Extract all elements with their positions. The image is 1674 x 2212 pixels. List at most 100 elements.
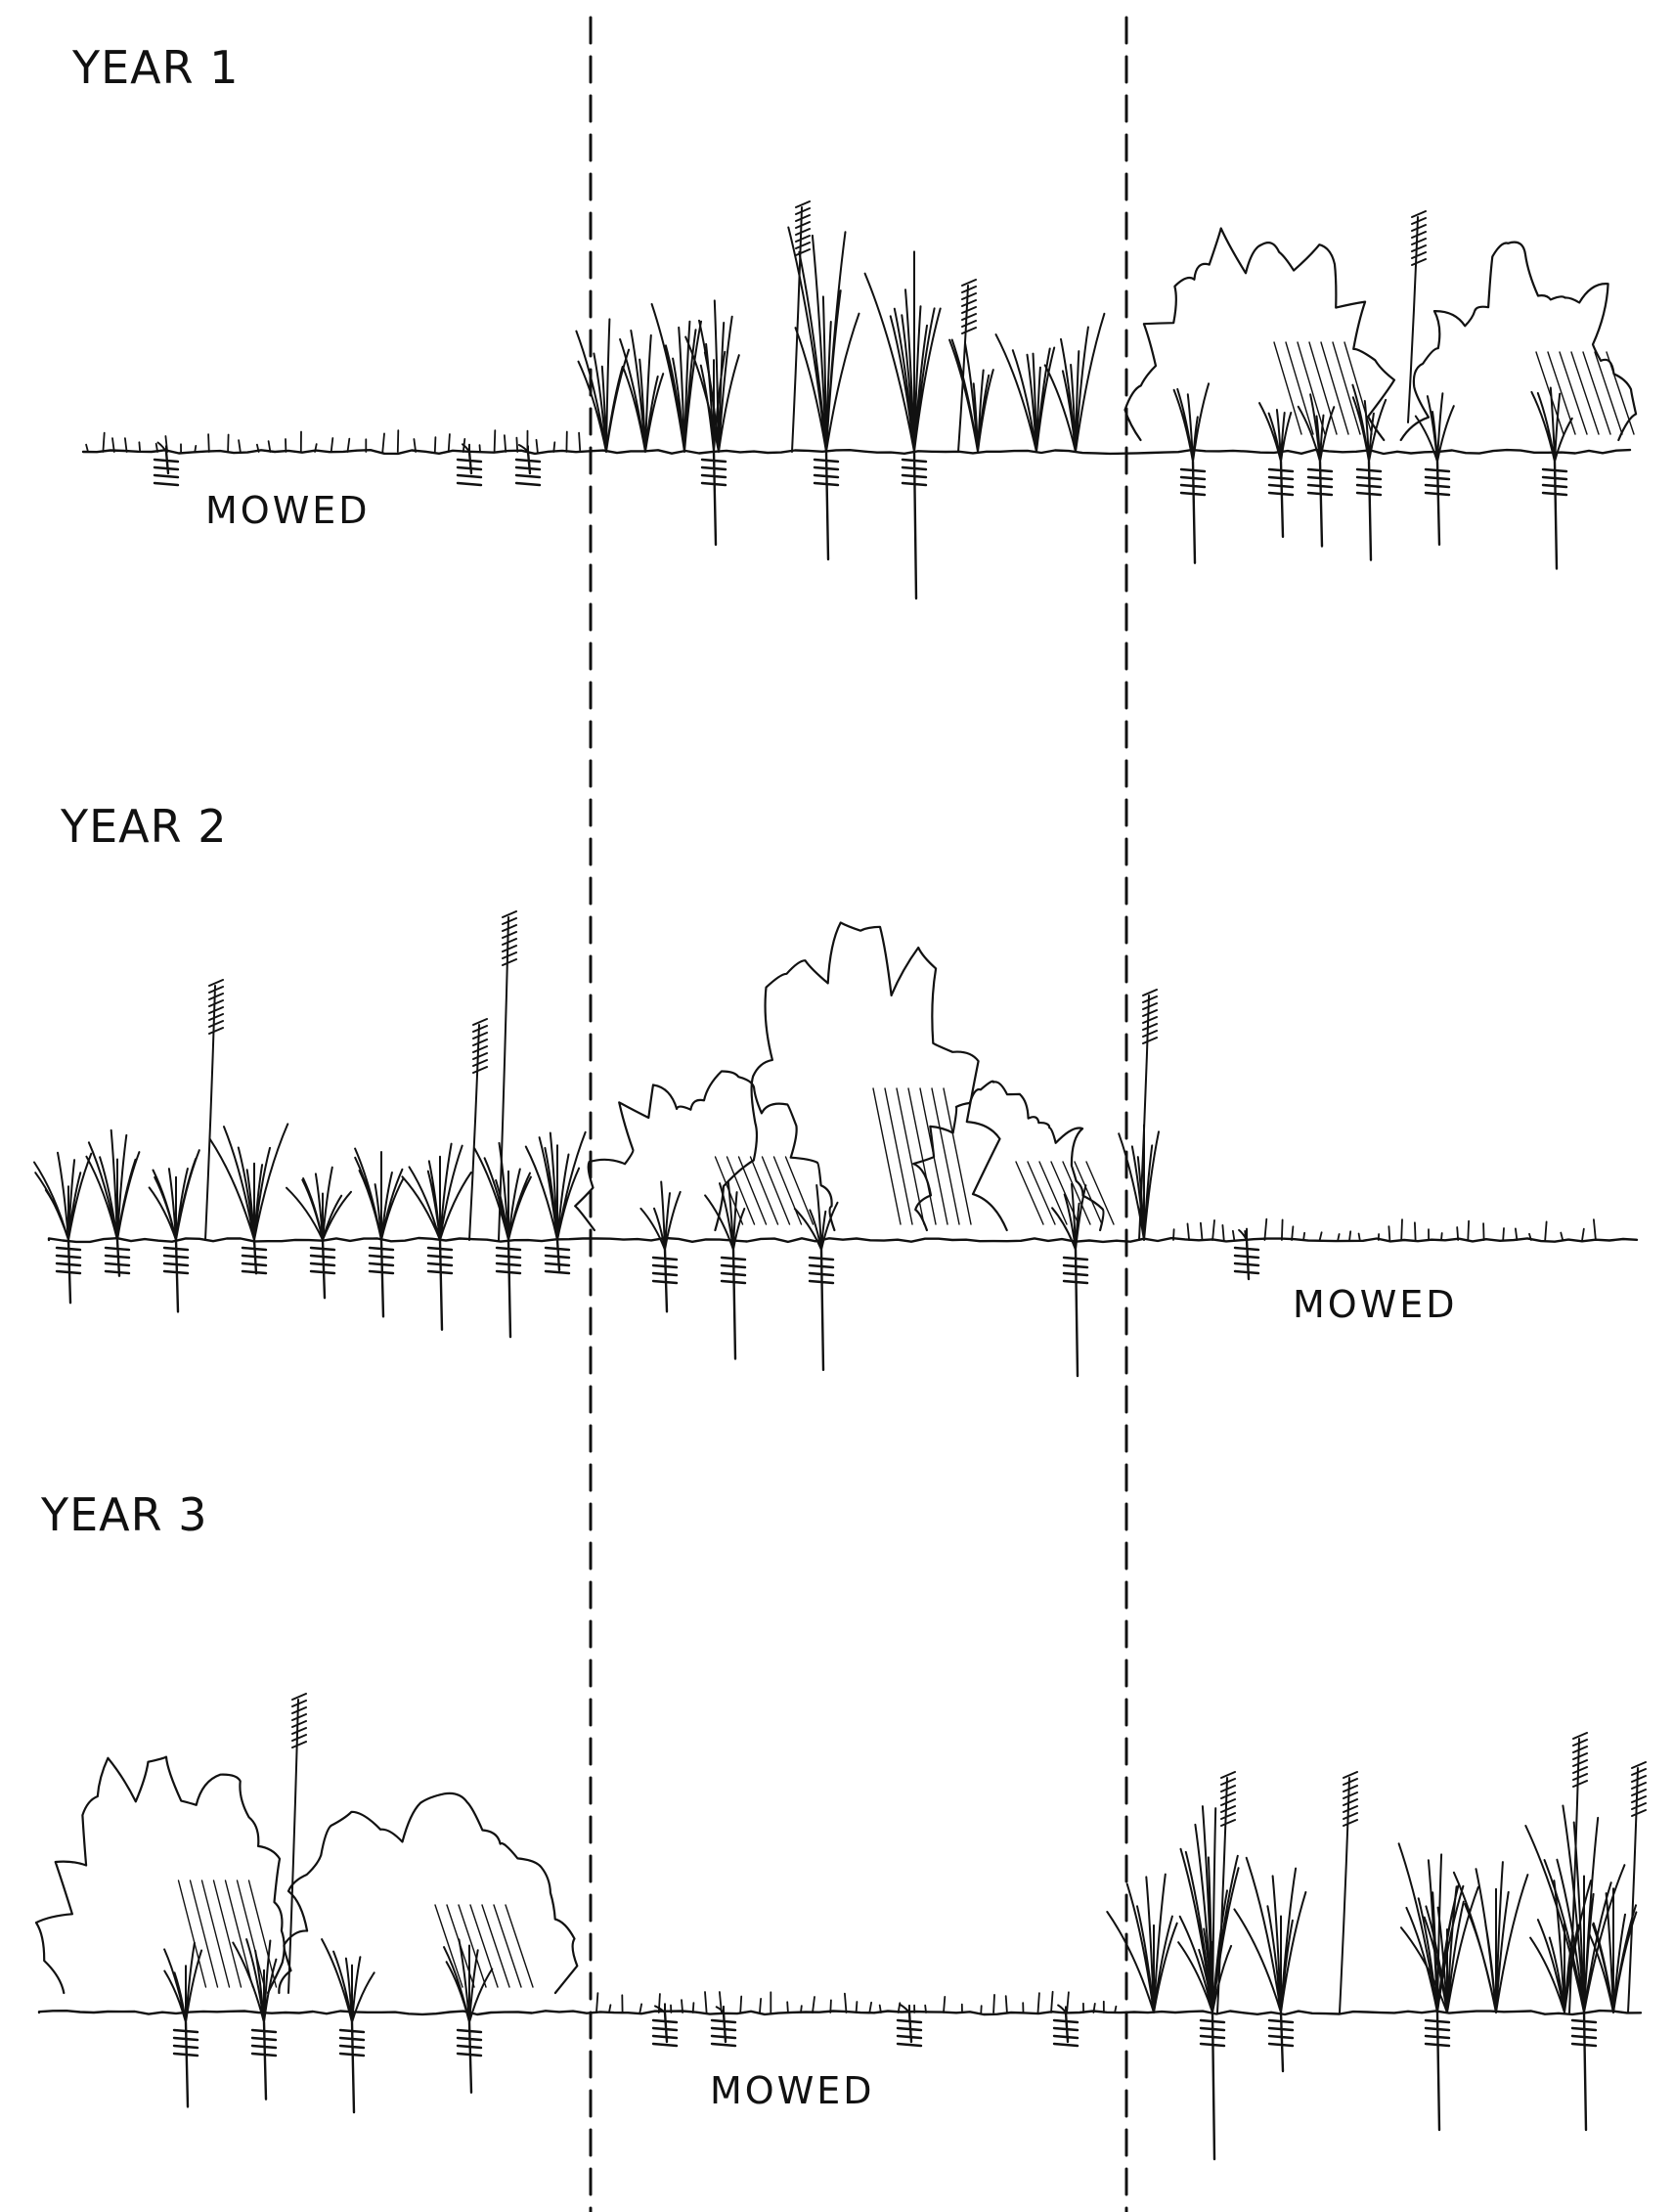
root-system bbox=[1424, 460, 1451, 547]
shrub-hatching bbox=[1015, 1161, 1115, 1225]
shrub-outline bbox=[1399, 241, 1638, 442]
shrub-hatching bbox=[434, 1904, 534, 1988]
grass-tuft bbox=[286, 1166, 352, 1241]
panel-year-1-drawing bbox=[81, 200, 1638, 600]
grass-tuft bbox=[948, 338, 994, 453]
year-3-mowed-label: MOWED bbox=[710, 2069, 875, 2112]
root-system bbox=[1233, 1238, 1260, 1281]
ground-line bbox=[37, 2009, 1643, 2016]
grass-tuft bbox=[699, 342, 727, 453]
shrub-outline bbox=[912, 1080, 1105, 1232]
root-system bbox=[651, 1248, 679, 1313]
grass-tuft bbox=[1587, 1887, 1638, 2013]
grass-tuft bbox=[1106, 1873, 1178, 2013]
year-2-mowed-label: MOWED bbox=[1293, 1283, 1458, 1326]
grass-tuft bbox=[208, 1123, 289, 1241]
root-system bbox=[896, 2011, 923, 2048]
seed-head-stalk bbox=[1339, 1771, 1358, 2013]
tall-grass-clump bbox=[863, 250, 942, 453]
grass-tuft bbox=[163, 1941, 203, 2023]
grass-tuft bbox=[1452, 1861, 1529, 2013]
shrub-hatching bbox=[1535, 351, 1635, 435]
root-system bbox=[241, 1238, 268, 1275]
root-system bbox=[1355, 460, 1383, 561]
root-system bbox=[1570, 2011, 1598, 2132]
root-system bbox=[1424, 2011, 1451, 2132]
seed-head-stalk bbox=[791, 200, 811, 453]
root-system bbox=[426, 1238, 454, 1331]
root-system bbox=[651, 2011, 679, 2048]
root-system bbox=[808, 1248, 835, 1372]
seed-head-stalk bbox=[957, 279, 977, 453]
root-system bbox=[1062, 1248, 1089, 1378]
root-system bbox=[55, 1238, 82, 1305]
grass-tuft bbox=[354, 1147, 405, 1241]
grass-tuft bbox=[524, 1130, 587, 1241]
seed-head-stalk bbox=[1407, 210, 1427, 423]
grass-tuft bbox=[148, 1149, 200, 1241]
root-system bbox=[1267, 460, 1295, 539]
shrub-hatching bbox=[177, 1880, 278, 1988]
panel-year-3-drawing bbox=[34, 1693, 1647, 2161]
mowed-stubble bbox=[1172, 1217, 1597, 1241]
grass-tuft bbox=[793, 1184, 839, 1251]
grass-tuft bbox=[575, 318, 631, 453]
root-system bbox=[1052, 2011, 1079, 2048]
root-system bbox=[456, 2020, 483, 2094]
seed-head-stalk bbox=[468, 1018, 488, 1241]
seed-head-stalk bbox=[204, 979, 224, 1241]
root-system bbox=[172, 2020, 199, 2108]
seed-head-stalk bbox=[287, 1693, 307, 1994]
grass-tuft bbox=[1172, 382, 1211, 463]
root-system bbox=[162, 1238, 190, 1313]
root-system bbox=[153, 450, 180, 487]
year-2-label: YEAR 2 bbox=[61, 800, 228, 853]
root-system bbox=[104, 1238, 131, 1277]
grass-tuft bbox=[1043, 312, 1106, 453]
year-3-label: YEAR 3 bbox=[41, 1488, 208, 1541]
root-system bbox=[338, 2020, 366, 2114]
root-system bbox=[456, 450, 483, 487]
seed-head-stalk bbox=[1627, 1761, 1647, 2013]
grass-tuft bbox=[232, 1938, 278, 2023]
grass-tuft bbox=[1258, 402, 1293, 463]
grass-tuft bbox=[650, 303, 702, 453]
grass-tuft bbox=[1051, 1182, 1087, 1251]
grass-tuft bbox=[704, 1180, 746, 1251]
grass-tuft bbox=[443, 1938, 494, 2023]
grass-tuft bbox=[321, 1938, 375, 2023]
tall-grass-clump bbox=[1179, 1805, 1240, 2013]
tall-grass-clump bbox=[1524, 1804, 1626, 2013]
shrub-outline bbox=[34, 1755, 286, 1995]
shrub-hatching bbox=[1273, 341, 1373, 435]
grass-tuft bbox=[85, 1128, 141, 1241]
zone-dividers bbox=[589, 16, 1128, 2212]
root-system bbox=[720, 1248, 747, 1360]
grass-tuft bbox=[1414, 392, 1455, 463]
shrub-outline bbox=[1123, 227, 1396, 442]
tall-grass-clump bbox=[787, 226, 860, 453]
root-system bbox=[1179, 460, 1207, 564]
root-system bbox=[1267, 2011, 1295, 2073]
panel-year-2-drawing bbox=[33, 910, 1639, 1378]
year-1-label: YEAR 1 bbox=[72, 41, 240, 94]
root-system bbox=[495, 1238, 522, 1339]
seed-head-stalk bbox=[1216, 1771, 1236, 2013]
grass-tuft bbox=[1118, 1124, 1160, 1241]
root-system bbox=[700, 450, 727, 547]
tall-grass-clump bbox=[1233, 1856, 1307, 2013]
root-system bbox=[1541, 460, 1568, 570]
root-system bbox=[1306, 460, 1334, 548]
grass-tuft bbox=[1351, 383, 1388, 463]
mowed-stubble bbox=[85, 429, 582, 453]
shrub-outline bbox=[714, 921, 1008, 1232]
root-system bbox=[1199, 2011, 1226, 2161]
grass-tuft bbox=[619, 330, 665, 453]
ground-line bbox=[47, 1236, 1639, 1244]
shrub-outline bbox=[278, 1792, 579, 1995]
grass-tuft bbox=[1297, 393, 1336, 463]
grass-tuft bbox=[473, 1141, 532, 1241]
grass-tuft bbox=[33, 1151, 93, 1241]
grass-tuft bbox=[994, 333, 1056, 453]
